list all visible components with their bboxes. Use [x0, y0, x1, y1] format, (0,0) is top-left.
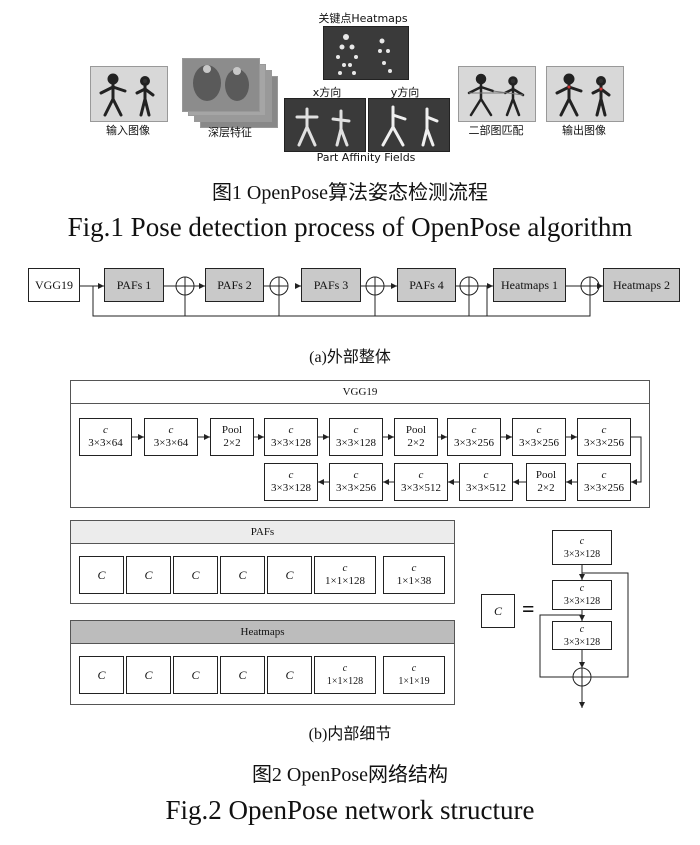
heatmap-label: 关键点Heatmaps: [318, 12, 408, 25]
outer-node-pafs-1: PAFs 1: [104, 268, 164, 302]
heatmaps-title: Heatmaps: [70, 620, 455, 644]
heatmap-image: [323, 26, 409, 80]
figure-1-caption-cn: 图1 OpenPose算法姿态检测流程: [211, 182, 489, 204]
bipartite-label: 二部图匹配: [468, 124, 524, 137]
equals-sign: =: [522, 596, 535, 621]
figure-2-caption-en: Fig.2 OpenPose network structure: [165, 795, 535, 825]
outer-node-heatmaps-1: Heatmaps 1: [493, 268, 566, 302]
heatmaps-c-block: C: [79, 656, 124, 694]
outer-node-pafs-2: PAFs 2: [205, 268, 264, 302]
pafs-title: PAFs: [70, 520, 455, 544]
outer-node-heatmaps-2: Heatmaps 2: [603, 268, 680, 302]
deep-features-label: 深层特征: [208, 126, 252, 139]
paf-label: Part Affinity Fields: [316, 151, 416, 164]
outer-node-pafs-4: PAFs 4: [397, 268, 456, 302]
output-label: 输出图像: [562, 124, 606, 137]
y-direction-label: y方向: [390, 86, 420, 99]
x-direction-label: x方向: [312, 86, 342, 99]
vgg-title: VGG19: [70, 380, 650, 404]
outer-node-vgg19: VGG19: [28, 268, 80, 302]
pafs-c-block: C: [79, 556, 124, 594]
heatmaps-c-block: C: [173, 656, 218, 694]
inner-caption: (b)内部细节: [308, 726, 392, 743]
paf-y-image: [368, 98, 450, 152]
feature-map-front: [182, 58, 260, 112]
outer-node-pafs-3: PAFs 3: [301, 268, 361, 302]
heatmaps-c-block: C: [126, 656, 171, 694]
heatmaps-c-block: C: [267, 656, 312, 694]
bipartite-image: [458, 66, 536, 122]
outer-connectors: [80, 276, 603, 317]
heatmaps-c-block: C: [220, 656, 265, 694]
pafs-c-block: C: [220, 556, 265, 594]
output-image: [546, 66, 624, 122]
figure-2-caption-cn: 图2 OpenPose网络结构: [251, 764, 449, 786]
c-block-symbol: C: [481, 594, 515, 628]
pafs-c-block: C: [173, 556, 218, 594]
pafs-c-block: C: [126, 556, 171, 594]
pafs-c-block: C: [267, 556, 312, 594]
outer-caption: (a)外部整体: [309, 349, 391, 366]
c-block-connectors: [539, 565, 629, 708]
vgg-connectors: [132, 434, 642, 485]
input-label: 输入图像: [106, 124, 150, 137]
paf-x-image: [284, 98, 366, 152]
figure-1-caption-en: Fig.1 Pose detection process of OpenPose…: [67, 212, 633, 242]
input-image: [90, 66, 168, 122]
